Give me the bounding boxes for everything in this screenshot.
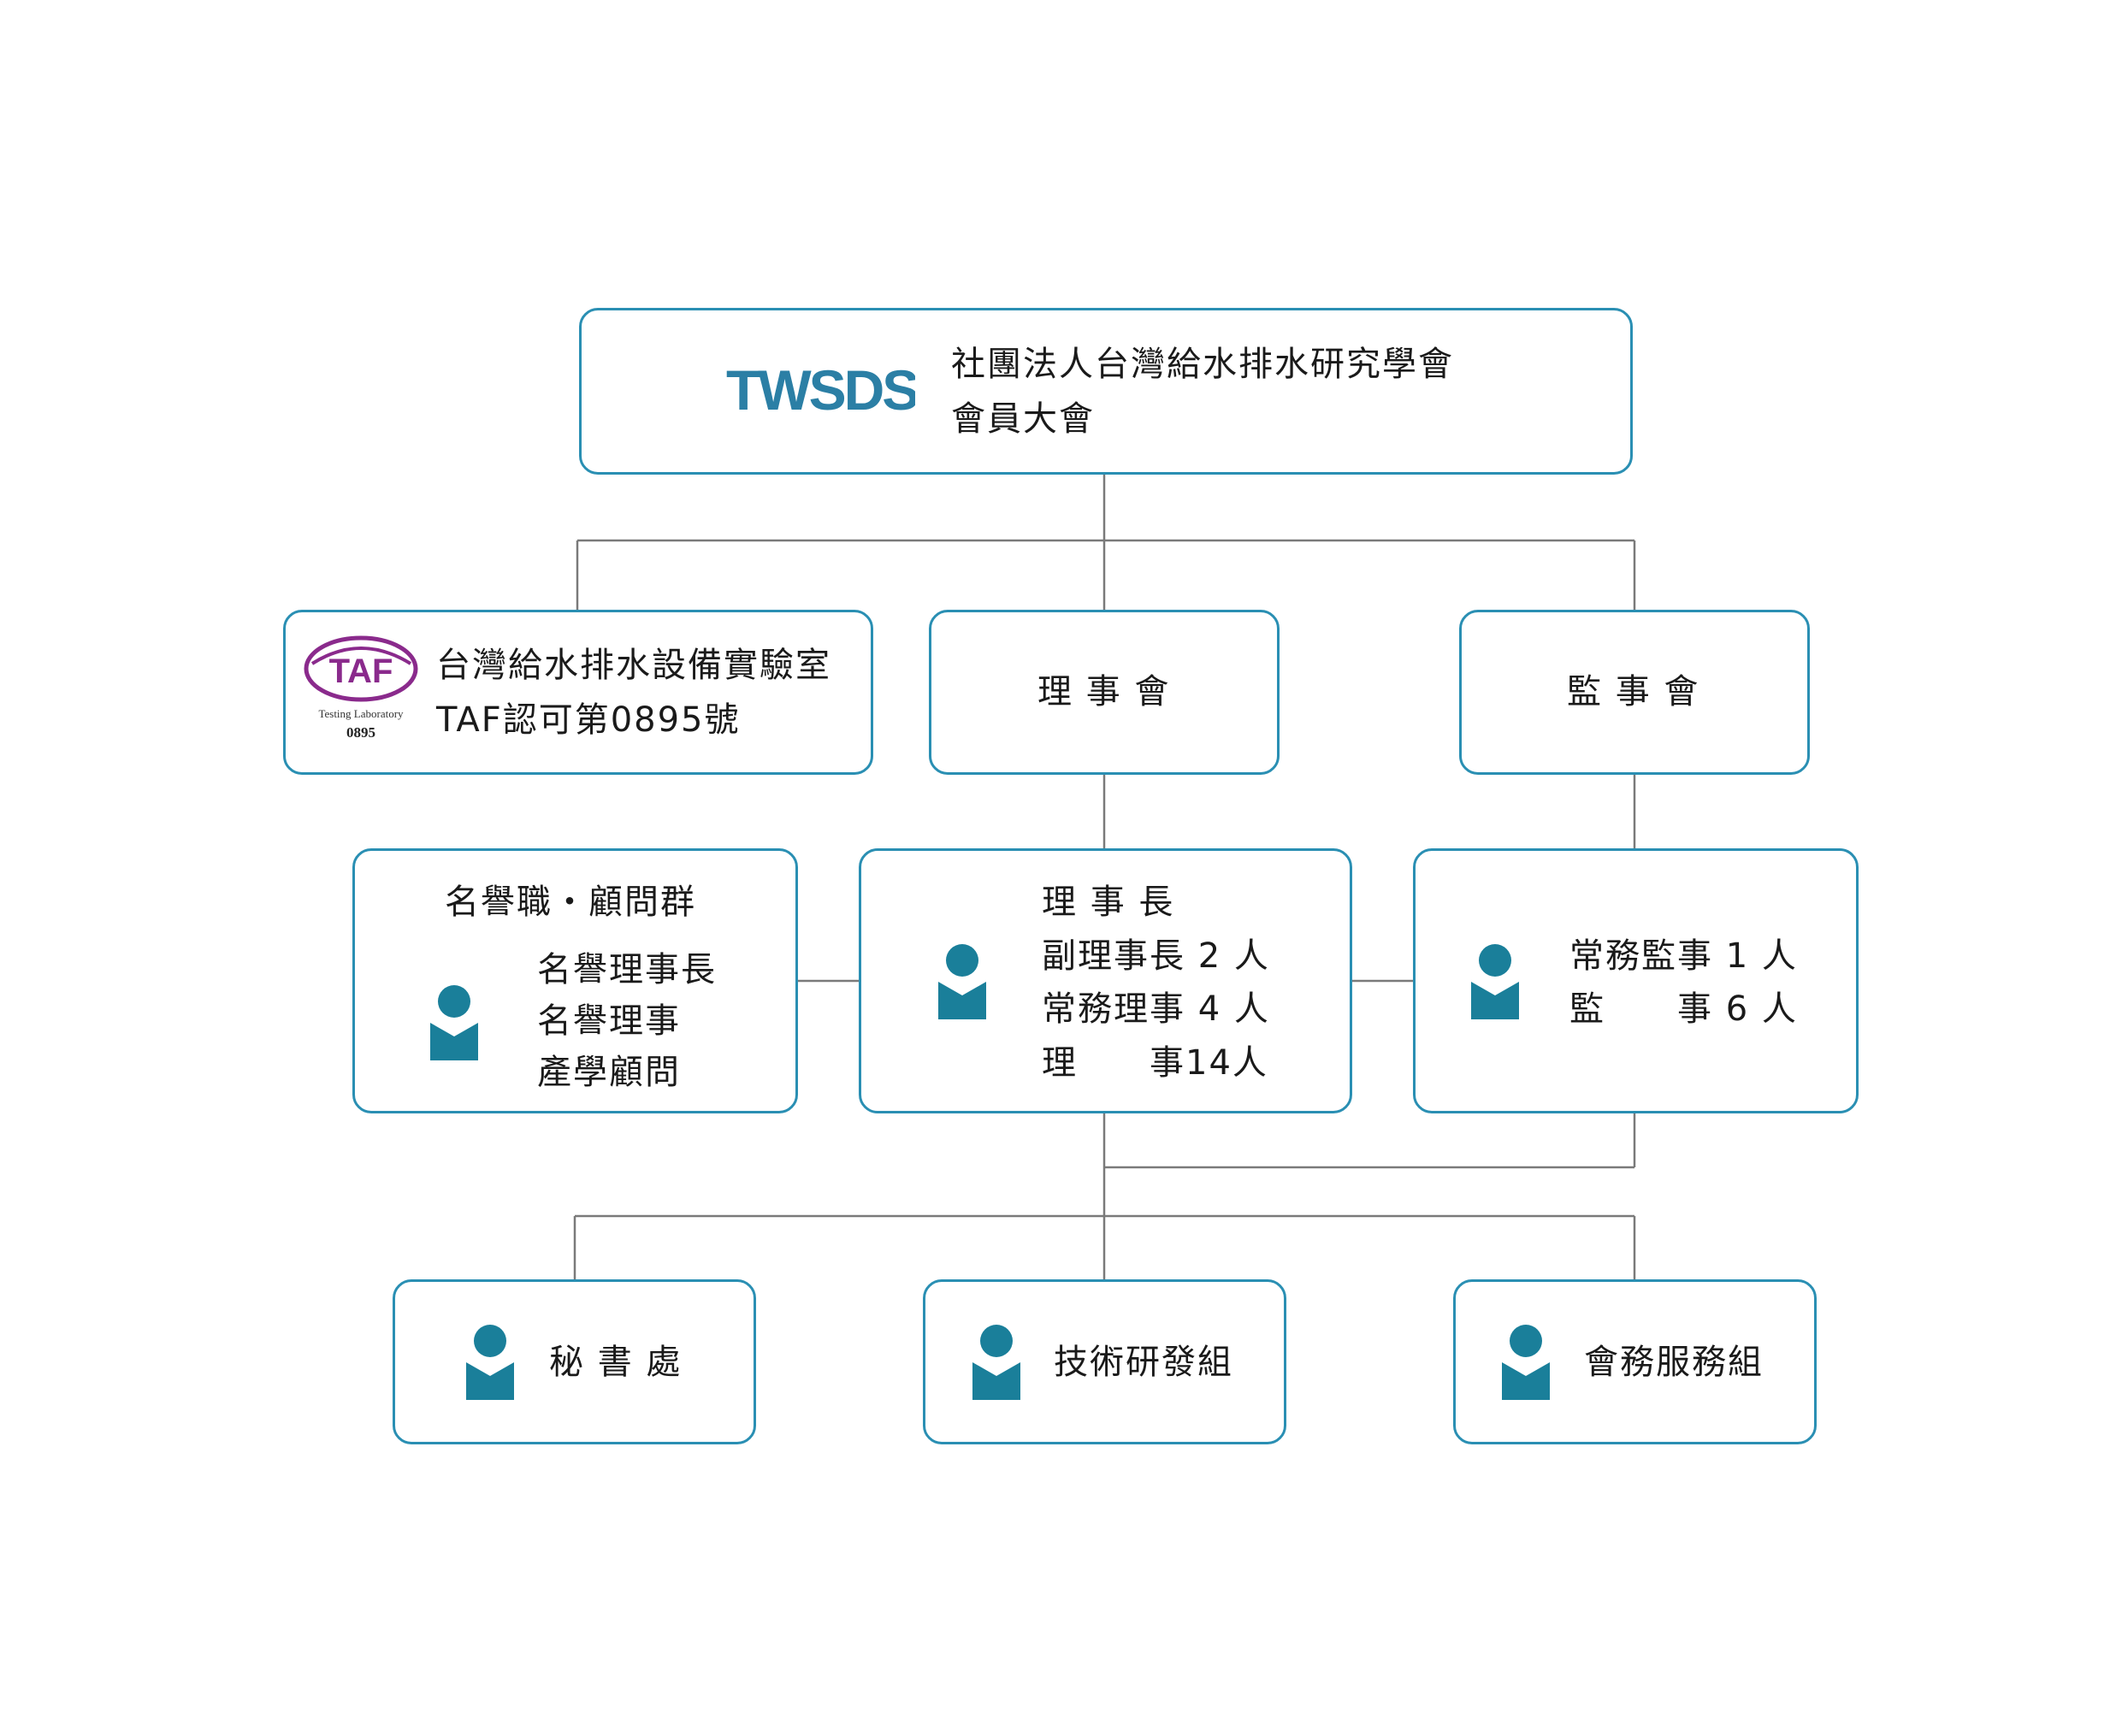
supervisors-line: 監 事 6 人 [1569, 989, 1798, 1029]
taf-logo-caption: Testing Laboratory [318, 707, 404, 720]
person-icon [430, 985, 478, 1060]
honorary-title: 名譽職・顧問群 [445, 883, 696, 922]
supervisors-box [1413, 848, 1859, 1113]
general-assembly-box [579, 308, 1633, 475]
secretariat-box [393, 1279, 756, 1444]
affairs-box [1453, 1279, 1817, 1444]
person-icon [972, 1325, 1020, 1400]
board-of-supervisors-title: 監 事 會 [1567, 672, 1700, 712]
affairs-title: 會務服務組 [1584, 1343, 1764, 1382]
board-of-supervisors-box [1459, 610, 1810, 775]
taf-logo-text: TAF [329, 652, 393, 690]
twsds-logo-text: TWSDS [726, 358, 915, 422]
secretariat-title: 秘 書 處 [549, 1343, 683, 1382]
person-icon [1502, 1325, 1550, 1400]
supervisors-line: 常務監事 1 人 [1569, 936, 1798, 976]
honorary-item: 名譽理事長 [537, 950, 717, 989]
honorary-item: 名譽理事 [537, 1001, 681, 1041]
tech-box [923, 1279, 1286, 1444]
chairman-line: 副理事長 2 人 [1042, 936, 1270, 976]
chairman-line: 理 事 長 [1042, 883, 1175, 922]
board-of-directors-box [929, 610, 1280, 775]
chairman-line: 常務理事 4 人 [1042, 989, 1270, 1029]
honorary-item: 產學顧問 [537, 1053, 681, 1092]
honorary-box [352, 848, 798, 1113]
tech-title: 技術研發組 [1054, 1343, 1233, 1382]
lab-box [283, 610, 873, 775]
twsds-logo: TWSDS [726, 358, 915, 422]
board-of-directors-title: 理 事 會 [1037, 672, 1171, 712]
person-icon [938, 944, 986, 1019]
general-assembly-subtitle: 會員大會 [951, 399, 1095, 439]
taf-logo-number: 0895 [346, 724, 375, 741]
general-assembly-name: 社團法人台灣給水排水研究學會 [951, 345, 1454, 384]
chairman-box [859, 848, 1352, 1113]
lab-name: 台灣給水排水設備實驗室 [436, 646, 831, 685]
person-icon [1471, 944, 1519, 1019]
lab-accreditation: TAF認可第0895號 [436, 700, 741, 740]
person-icon [466, 1325, 514, 1400]
taf-logo: TAF Testing Laboratory 0895 [304, 635, 418, 741]
chairman-line: 理 事14人 [1042, 1043, 1268, 1083]
